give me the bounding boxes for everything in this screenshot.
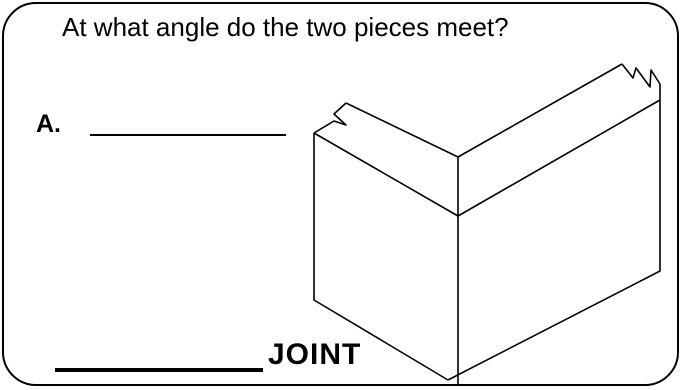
left-board-top-edge xyxy=(345,102,459,158)
right-board-end-edge xyxy=(447,84,661,381)
right-board-top-edge xyxy=(457,63,623,158)
answer-a-label: A. xyxy=(36,110,61,138)
answer-a-blank[interactable] xyxy=(90,134,286,136)
left-board-broken-end xyxy=(313,102,347,134)
worksheet-card xyxy=(2,2,679,386)
right-board-front-edge xyxy=(457,99,661,217)
right-board-broken-end xyxy=(621,63,661,88)
left-board-edges xyxy=(313,133,449,381)
joint-type-blank[interactable] xyxy=(55,368,263,372)
question-text: At what angle do the two pieces meet? xyxy=(62,12,509,42)
joint-word: JOINT xyxy=(268,338,362,371)
